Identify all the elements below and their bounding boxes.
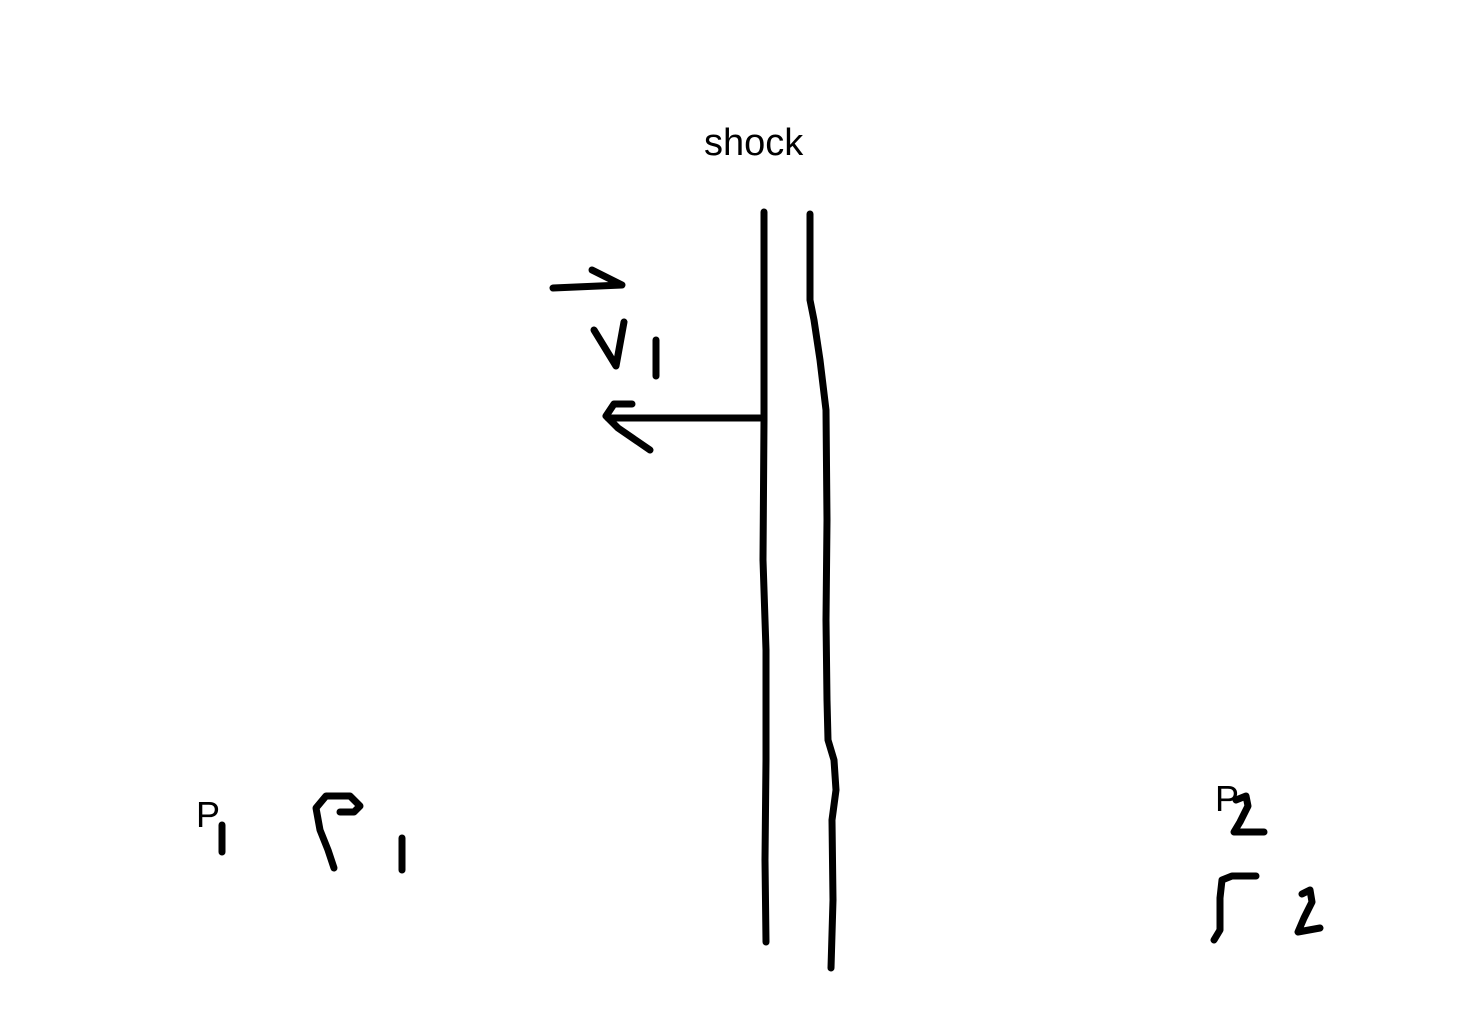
left-pressure-letter: P — [196, 794, 221, 835]
shock-wave — [759, 208, 840, 972]
shock-left-line — [759, 208, 770, 946]
left-density-rho — [312, 792, 364, 872]
velocity-letter-v — [590, 318, 628, 370]
right-density-subscript-2 — [1294, 886, 1324, 936]
left-density-symbol: ρ₁ — [312, 792, 406, 874]
right-pressure-subscript-2 — [1230, 792, 1268, 836]
right-region-labels: ρ₂ — [1210, 792, 1324, 944]
left-region-labels: ρ₁ — [218, 792, 406, 874]
velocity-label: v₁ — [549, 266, 660, 380]
shock-label: shock — [704, 122, 804, 164]
arrow-head — [602, 400, 654, 454]
shock-right-line — [806, 210, 840, 972]
velocity-arrow — [602, 400, 764, 454]
right-density-symbol: ρ₂ — [1210, 872, 1324, 944]
right-density-rho — [1210, 872, 1260, 944]
vector-overbar — [549, 266, 626, 292]
